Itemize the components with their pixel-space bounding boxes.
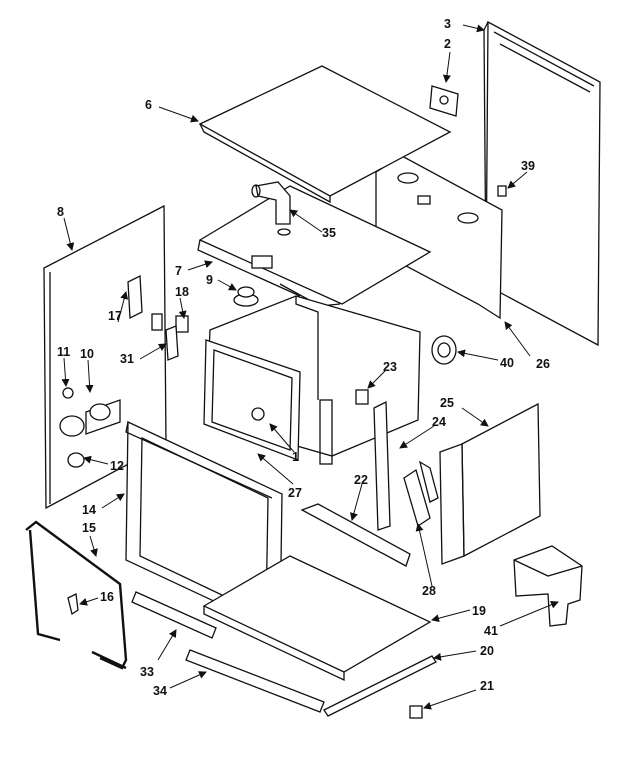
callout-39: 39	[521, 159, 535, 173]
callout-19: 19	[472, 604, 486, 618]
callout-7: 7	[175, 264, 182, 278]
part-lower-trim	[185, 649, 325, 713]
callout-26: 26	[536, 357, 550, 371]
callout-23: 23	[383, 360, 397, 374]
callout-1: 1	[292, 450, 299, 464]
part-bottom-strip	[323, 655, 437, 717]
part-top-panel	[198, 65, 452, 204]
part-small-bracket	[429, 85, 459, 117]
callout-31: 31	[120, 352, 134, 366]
callout-24: 24	[432, 415, 446, 429]
part-side-cover	[439, 402, 541, 565]
part-corner-bracket	[513, 545, 583, 627]
callout-28: 28	[422, 584, 436, 598]
callout-15: 15	[82, 521, 96, 535]
part-switch-18	[151, 313, 189, 333]
part-gasket-clip	[67, 593, 79, 616]
part-hinge-31	[165, 325, 179, 361]
callout-22: 22	[354, 473, 368, 487]
leader-lines	[61, 24, 559, 710]
part-bottom-panel	[202, 555, 432, 682]
callout-40: 40	[500, 356, 514, 370]
callout-25: 25	[440, 396, 454, 410]
callout-8: 8	[57, 205, 64, 219]
part-vent-tube	[251, 181, 291, 236]
part-bracket-17	[127, 274, 143, 320]
callout-labels: 3 2 6 39 35 7 8 9 18 17 31 11 10 12 14 1…	[57, 17, 550, 698]
callout-3: 3	[444, 17, 451, 31]
callout-16: 16	[100, 590, 114, 604]
part-clip	[497, 185, 507, 197]
part-rail	[300, 503, 411, 567]
part-cavity-top	[197, 185, 432, 307]
callout-14: 14	[82, 503, 96, 517]
callout-41: 41	[484, 624, 498, 638]
callout-17: 17	[108, 309, 122, 323]
part-door-hinge	[403, 460, 439, 528]
part-vent-trim	[131, 591, 217, 639]
part-small-clip	[409, 705, 423, 719]
callout-21: 21	[480, 679, 494, 693]
part-upright-bracket	[373, 400, 391, 531]
callout-12: 12	[110, 459, 124, 473]
callout-34: 34	[153, 684, 167, 698]
part-door-gasket	[25, 520, 128, 670]
callout-35: 35	[322, 226, 336, 240]
callout-27: 27	[288, 486, 302, 500]
callout-2: 2	[444, 37, 451, 51]
callout-20: 20	[480, 644, 494, 658]
callout-9: 9	[206, 273, 213, 287]
callout-11: 11	[57, 345, 70, 359]
part-light-socket	[59, 387, 121, 468]
part-fan-ring	[431, 335, 457, 365]
callout-6: 6	[145, 98, 152, 112]
callout-18: 18	[175, 285, 189, 299]
part-rear-panel	[483, 20, 601, 347]
callout-33: 33	[140, 665, 154, 679]
callout-10: 10	[80, 347, 94, 361]
